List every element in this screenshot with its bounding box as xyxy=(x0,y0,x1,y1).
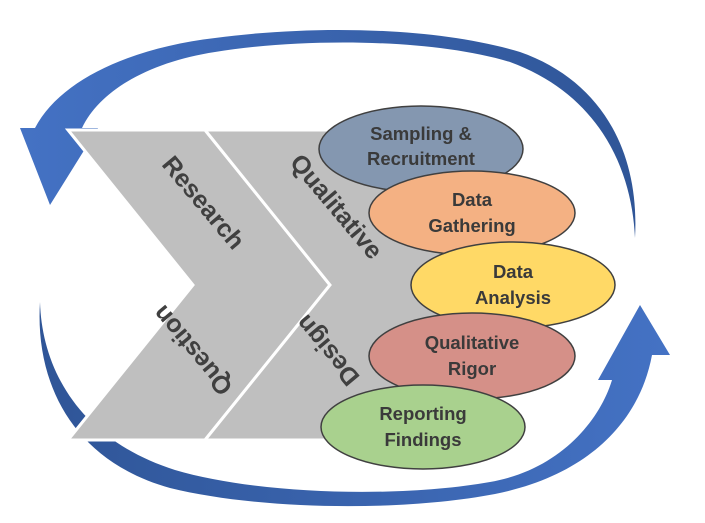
step-rigor-line1: Qualitative xyxy=(425,332,520,353)
step-reporting-findings: Reporting Findings xyxy=(320,384,526,470)
step-reporting-line1: Reporting xyxy=(379,403,466,424)
step-gathering-line2: Gathering xyxy=(428,215,515,236)
step-analysis-line2: Analysis xyxy=(475,287,551,308)
step-analysis-line1: Data xyxy=(493,261,534,282)
step-data-analysis: Data Analysis xyxy=(410,241,616,329)
step-qualitative-rigor: Qualitative Rigor xyxy=(368,312,576,400)
step-gathering-line1: Data xyxy=(452,189,493,210)
step-sampling-line1: Sampling & xyxy=(370,123,472,144)
step-data-gathering: Data Gathering xyxy=(368,170,576,256)
step-rigor-line2: Rigor xyxy=(448,358,496,379)
step-reporting-line2: Findings xyxy=(384,429,461,450)
step-sampling-line2: Recruitment xyxy=(367,148,475,169)
